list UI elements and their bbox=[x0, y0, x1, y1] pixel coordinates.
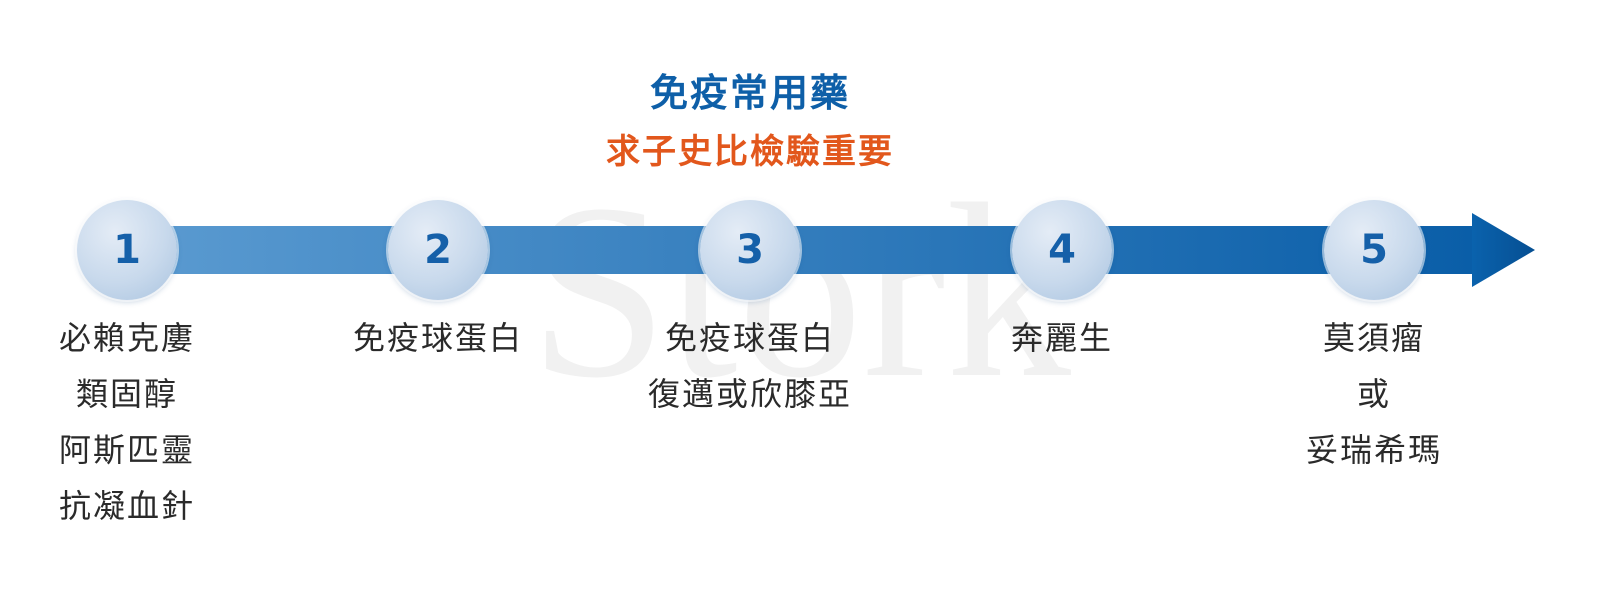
step-3-circle: 3 bbox=[700, 200, 800, 300]
step-1-number: 1 bbox=[113, 227, 141, 273]
step-1-label: 必賴克廔 類固醇 阿斯匹靈 抗凝血針 bbox=[0, 310, 257, 534]
step-5-label: 莫須瘤 或 妥瑞希瑪 bbox=[1244, 310, 1504, 478]
step-3-line-2: 復邁或欣膝亞 bbox=[647, 375, 852, 413]
arrow-head bbox=[1472, 213, 1535, 287]
step-4-label: 奔麗生 bbox=[932, 310, 1192, 366]
step-2-line-1: 免疫球蛋白 bbox=[352, 319, 523, 357]
step-1-line-2: 類固醇 bbox=[75, 375, 178, 413]
diagram-title: 免疫常用藥 bbox=[649, 71, 850, 115]
step-1-line-1: 必賴克廔 bbox=[58, 319, 195, 357]
step-1-line-3: 阿斯匹靈 bbox=[58, 431, 195, 469]
step-4-circle: 4 bbox=[1012, 200, 1112, 300]
diagram-subtitle: 求子史比檢驗重要 bbox=[606, 132, 894, 172]
step-5-line-2: 或 bbox=[1356, 375, 1391, 413]
step-5-number: 5 bbox=[1360, 227, 1388, 273]
step-3-label: 免疫球蛋白 復邁或欣膝亞 bbox=[620, 310, 880, 422]
step-5-circle: 5 bbox=[1324, 200, 1424, 300]
step-4-number: 4 bbox=[1048, 227, 1076, 273]
step-1-circle: 1 bbox=[77, 200, 177, 300]
step-5-line-3: 妥瑞希瑪 bbox=[1305, 431, 1442, 469]
step-3-number: 3 bbox=[736, 227, 764, 273]
step-2-number: 2 bbox=[424, 227, 452, 273]
step-5-line-1: 莫須瘤 bbox=[1322, 319, 1425, 357]
arrow-shaft bbox=[125, 226, 1475, 274]
step-4-line-1: 奔麗生 bbox=[1010, 319, 1113, 357]
step-2-label: 免疫球蛋白 bbox=[308, 310, 568, 366]
step-3-line-1: 免疫球蛋白 bbox=[664, 319, 835, 357]
step-1-line-4: 抗凝血針 bbox=[58, 487, 195, 525]
step-2-circle: 2 bbox=[388, 200, 488, 300]
